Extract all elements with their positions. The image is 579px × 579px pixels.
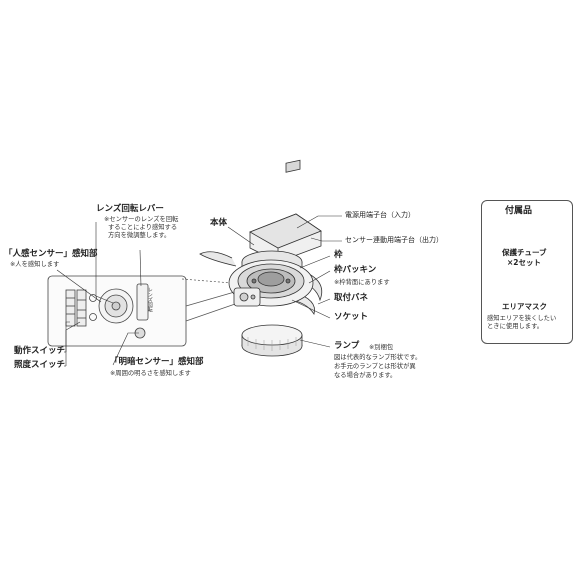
spring-label: 取付バネ — [334, 293, 369, 303]
frame-label: 枠 — [334, 250, 343, 260]
sensor-panel — [47, 275, 187, 347]
lamp-illustration — [241, 324, 303, 357]
area-mask-note-2: ときに使用します。 — [487, 323, 544, 330]
illuminance-switch-label: 照度スイッチ — [14, 360, 66, 370]
lamp-note-tag: ※別梱包 — [369, 344, 394, 351]
operation-switch-label: 動作スイッチ — [14, 346, 66, 356]
lens-lever-note-3: 方向を微調整します。 — [108, 232, 171, 239]
accessories-box — [481, 200, 573, 344]
human-sensor-note: ※人を感知します — [10, 261, 60, 268]
protective-tube-count: ×2セット — [507, 258, 542, 267]
brightness-sensor-label: 「明暗センサー」感知部 — [110, 357, 204, 367]
lens-rotation-vertical-text: レンズ回転 — [146, 287, 153, 312]
frame-packing-note: ※枠背面にあります — [334, 279, 390, 286]
leader-lines-right — [227, 215, 342, 348]
lamp-label: ランプ — [334, 341, 360, 351]
lamp-note-3: なる場合があります。 — [334, 372, 397, 379]
lens-lever-note-1: ※センサーのレンズを回転 — [104, 216, 179, 223]
area-mask-note-1: 感知エリアを狭くしたい — [487, 315, 557, 322]
accessories-title: 付属品 — [505, 206, 533, 216]
area-mask-label: エリアマスク — [502, 302, 547, 311]
sensor-terminal-label: センサー連動用端子台（出力） — [345, 236, 443, 244]
downlight-fixture — [199, 159, 323, 315]
leader-lines-left — [56, 222, 142, 367]
lens-lever-label: レンズ回転レバー — [96, 204, 164, 214]
lens-lever-note-2: することにより感知する — [108, 224, 178, 231]
frame-packing-label: 枠パッキン — [334, 265, 377, 275]
body-label: 本体 — [210, 218, 228, 228]
human-sensor-label: 「人感センサー」感知部 — [4, 249, 98, 259]
brightness-sensor-note: ※周囲の明るさを感知します — [110, 370, 191, 377]
protective-tube-label: 保護チューブ — [502, 248, 547, 257]
power-terminal-label: 電源用端子台（入力） — [345, 211, 415, 219]
lamp-note-1: 図は代表的なランプ形状です。 — [334, 354, 422, 361]
socket-label: ソケット — [334, 312, 369, 322]
lamp-note-2: お手元のランプとは形状が異 — [334, 363, 416, 370]
connector-lines — [181, 278, 239, 322]
